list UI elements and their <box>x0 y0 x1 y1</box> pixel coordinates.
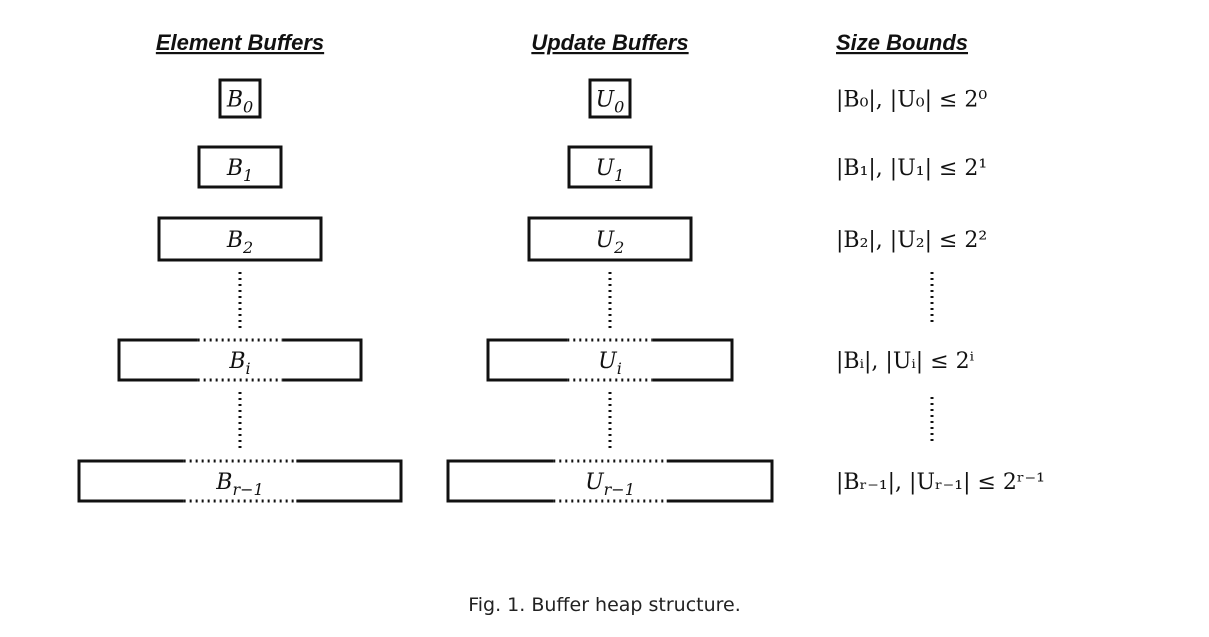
size-bound: |B₂|, |U₂| ≤ 2² <box>836 228 987 253</box>
element-buffer-label: Br−1 <box>215 470 263 499</box>
update-buffer-label: Ur−1 <box>585 470 635 499</box>
update-buffer-box-open-edge <box>567 338 653 382</box>
element-buffer-label: B2 <box>226 228 253 257</box>
element-buffer-label: Bi <box>228 349 250 378</box>
element-buffer-box <box>77 459 403 503</box>
update-buffer-box <box>567 145 653 189</box>
size-bound: |Bᵣ₋₁|, |Uᵣ₋₁| ≤ 2ʳ⁻¹ <box>836 470 1045 495</box>
element-buffer-box <box>197 145 283 189</box>
element-buffer-label: B0 <box>226 88 253 117</box>
element-buffer-box-open-edge <box>197 338 283 382</box>
element-buffer-box-open-edge <box>183 459 297 503</box>
update-buffer-box <box>588 78 632 119</box>
update-buffer-label: U1 <box>596 156 625 185</box>
update-buffer-label: Ui <box>598 349 622 378</box>
update-buffer-label: U2 <box>596 228 625 257</box>
element-buffer-box <box>157 216 323 262</box>
size-bound: |Bᵢ|, |Uᵢ| ≤ 2ⁱ <box>836 349 975 374</box>
header-update-buffers: Update Buffers <box>531 30 688 55</box>
figure-caption: Fig. 1. Buffer heap structure. <box>468 594 741 616</box>
element-buffer-box <box>218 78 262 119</box>
size-bound: |B₀|, |U₀| ≤ 2⁰ <box>836 88 987 113</box>
size-bound: |B₁|, |U₁| ≤ 2¹ <box>836 156 987 181</box>
update-buffer-box <box>486 338 734 382</box>
element-buffer-label: B1 <box>226 156 253 185</box>
update-buffer-box <box>446 459 774 503</box>
update-buffer-box-open-edge <box>553 459 667 503</box>
update-buffer-label: U0 <box>596 88 625 117</box>
element-buffer-box <box>117 338 363 382</box>
header-element-buffers: Element Buffers <box>156 30 324 55</box>
header-size-bounds: Size Bounds <box>836 30 968 55</box>
update-buffer-box <box>527 216 693 262</box>
